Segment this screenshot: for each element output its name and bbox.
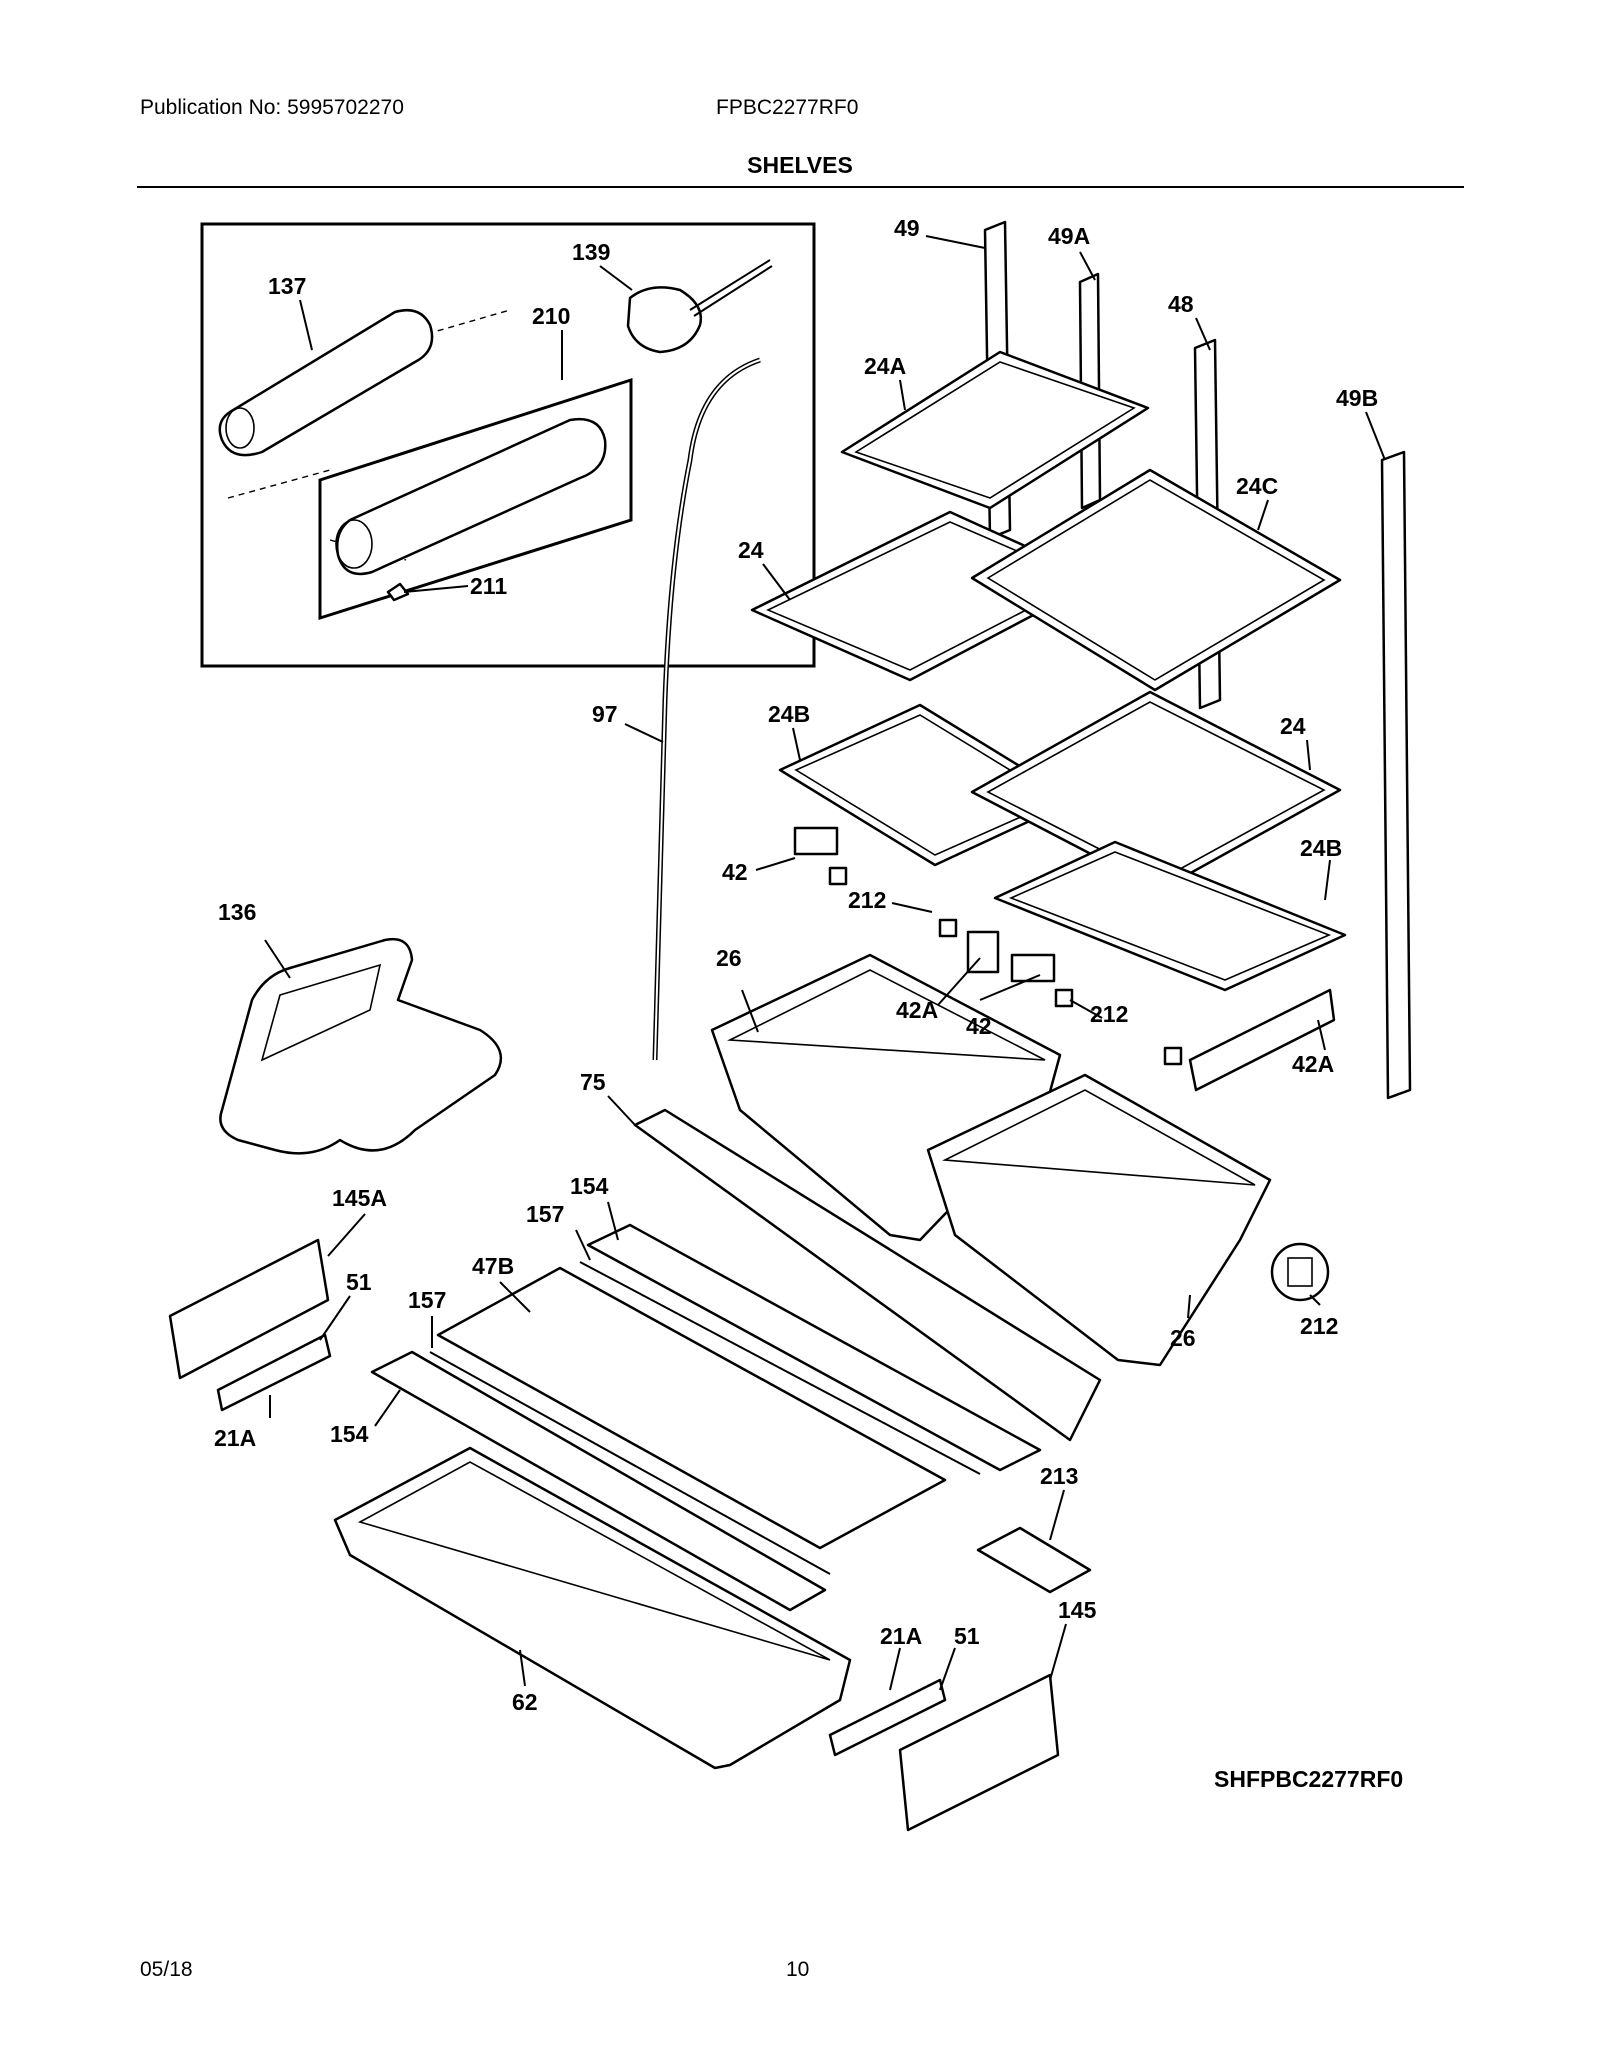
part-label-212: 212 bbox=[1090, 1001, 1128, 1027]
roller-212-detail bbox=[1270, 1242, 1330, 1302]
part-label-47b: 47B bbox=[472, 1253, 514, 1279]
model-number: FPBC2277RF0 bbox=[716, 96, 859, 119]
filter-inset-box bbox=[200, 222, 816, 668]
part-label-211: 211 bbox=[470, 573, 507, 599]
part-drawings bbox=[168, 220, 1412, 1832]
page-number: 10 bbox=[786, 1958, 810, 1981]
clip-213 bbox=[976, 1526, 1092, 1594]
part-label-51: 51 bbox=[954, 1623, 980, 1649]
water-tube bbox=[652, 357, 761, 1061]
shelf-24a bbox=[840, 350, 1150, 510]
shelf-bracket-42 bbox=[793, 826, 839, 856]
part-label-157: 157 bbox=[526, 1201, 564, 1227]
part-label-42: 42 bbox=[966, 1013, 992, 1039]
part-label-212: 212 bbox=[1300, 1313, 1338, 1339]
part-label-136: 136 bbox=[218, 899, 256, 925]
part-label-213: 213 bbox=[1040, 1463, 1078, 1489]
bin-cover-136 bbox=[219, 937, 503, 1155]
water-filter-cartridge bbox=[218, 308, 434, 457]
housing-clip bbox=[386, 582, 410, 602]
section-title: SHELVES bbox=[747, 152, 853, 178]
part-label-154: 154 bbox=[570, 1173, 609, 1199]
shelf-24c bbox=[970, 468, 1342, 692]
publication-number: Publication No: 5995702270 bbox=[140, 96, 404, 119]
part-label-24b: 24B bbox=[1300, 835, 1342, 861]
part-label-75: 75 bbox=[580, 1069, 606, 1095]
part-label-145: 145 bbox=[1058, 1597, 1097, 1623]
clip-212 bbox=[828, 866, 848, 886]
filter-housing bbox=[336, 417, 607, 576]
part-label-212: 212 bbox=[848, 887, 886, 913]
part-label-26: 26 bbox=[716, 945, 742, 971]
part-label-24: 24 bbox=[1280, 713, 1306, 739]
part-label-49a: 49A bbox=[1048, 223, 1090, 249]
glass-47b bbox=[436, 1266, 947, 1550]
slide-rail-51-right bbox=[828, 1678, 947, 1757]
pantry-drawer-62 bbox=[333, 1446, 852, 1770]
header-rule bbox=[137, 186, 1464, 188]
part-label-49: 49 bbox=[894, 215, 920, 241]
part-label-21a: 21A bbox=[214, 1425, 256, 1451]
shelf-24b-right bbox=[993, 840, 1347, 992]
part-label-139: 139 bbox=[572, 239, 610, 265]
part-label-62: 62 bbox=[512, 1689, 538, 1715]
part-label-26: 26 bbox=[1170, 1325, 1196, 1351]
part-label-49b: 49B bbox=[1336, 385, 1378, 411]
part-label-154: 154 bbox=[330, 1421, 369, 1447]
part-label-21a: 21A bbox=[880, 1623, 922, 1649]
filter-head bbox=[626, 286, 703, 354]
drawer-slide-145a bbox=[168, 1238, 330, 1380]
footer-date: 05/18 bbox=[140, 1958, 193, 1981]
shelf-bracket-42 bbox=[1010, 953, 1056, 983]
part-label-157: 157 bbox=[408, 1287, 446, 1313]
trim-154-lower bbox=[370, 1350, 827, 1612]
clip-212 bbox=[1054, 988, 1074, 1008]
part-label-42a: 42A bbox=[1292, 1051, 1334, 1077]
clip-212 bbox=[1163, 1046, 1183, 1066]
bracket-42a bbox=[1188, 988, 1336, 1092]
part-label-24b: 24B bbox=[768, 701, 810, 727]
part-label-145a: 145A bbox=[332, 1185, 387, 1211]
part-label-137: 137 bbox=[268, 273, 306, 299]
drawer-slide-145 bbox=[898, 1673, 1060, 1832]
part-label-42: 42 bbox=[722, 859, 748, 885]
part-label-24: 24 bbox=[738, 537, 764, 563]
part-label-42a: 42A bbox=[896, 997, 938, 1023]
divider-75 bbox=[633, 1108, 1102, 1442]
slide-rail-51 bbox=[216, 1333, 332, 1412]
part-label-51: 51 bbox=[346, 1269, 372, 1295]
crisper-drawer-right bbox=[926, 1073, 1272, 1367]
diagram-code: SHFPBC2277RF0 bbox=[1214, 1766, 1404, 1792]
part-label-24c: 24C bbox=[1236, 473, 1278, 499]
part-label-24a: 24A bbox=[864, 353, 906, 379]
part-label-97: 97 bbox=[592, 701, 618, 727]
clip-212 bbox=[938, 918, 958, 938]
part-label-48: 48 bbox=[1168, 291, 1194, 317]
part-label-210: 210 bbox=[532, 303, 570, 329]
part-number-callouts: 49 49A 48 49B 137 139 210 211 24A 24C 24… bbox=[214, 215, 1386, 1715]
filter-housing-inset-box bbox=[318, 377, 633, 621]
shelf-rail-49b bbox=[1380, 450, 1412, 1100]
